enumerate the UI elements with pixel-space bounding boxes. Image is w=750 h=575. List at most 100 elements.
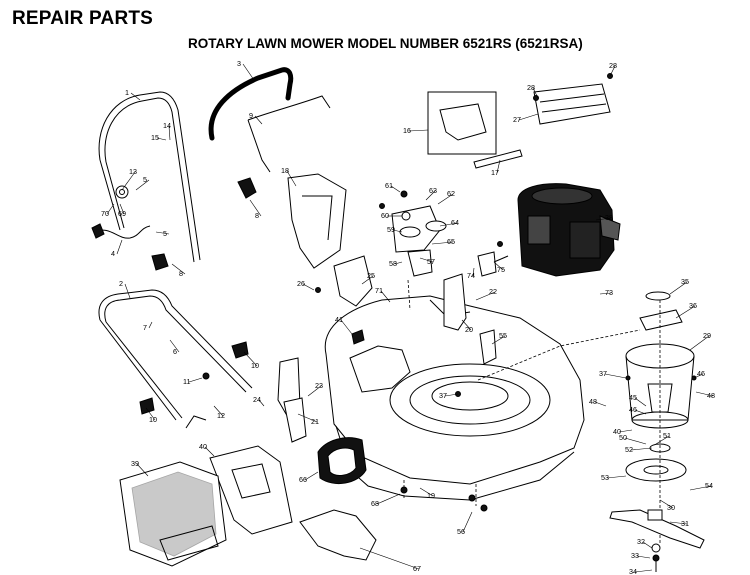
callout-leader — [518, 113, 539, 121]
pulley-part — [399, 226, 421, 238]
callout-leader — [595, 217, 612, 221]
callout-leader — [532, 87, 539, 99]
part-callout-21: 21 — [311, 417, 319, 426]
part-callout-22: 22 — [489, 287, 497, 296]
callout-leader — [634, 569, 653, 573]
callout-leader — [156, 137, 167, 141]
callout-leader — [425, 190, 436, 201]
callout-leader — [630, 447, 653, 451]
callout-leader — [472, 267, 475, 277]
callout-leader — [689, 335, 710, 351]
part-callout-24: 24 — [253, 395, 261, 404]
part-callout-53: 53 — [601, 473, 609, 482]
pulley-part — [425, 220, 447, 232]
part-callout-46: 46 — [629, 405, 637, 414]
part-callout-45: 45 — [629, 393, 637, 402]
callout-leader — [130, 92, 141, 101]
part-callout-4: 4 — [111, 249, 115, 258]
callout-leader — [213, 405, 224, 417]
callout-leader — [135, 179, 150, 191]
part-callout-27: 27 — [513, 115, 521, 124]
part-callout-14: 14 — [163, 121, 171, 130]
callout-leader — [689, 485, 712, 491]
callout-leader — [243, 351, 258, 367]
callout-leader — [390, 185, 401, 193]
part-callout-56: 56 — [457, 527, 465, 536]
callout-leader — [634, 397, 647, 407]
callout-leader — [188, 377, 203, 383]
part-callout-40: 40 — [613, 427, 621, 436]
callout-leader — [624, 437, 647, 445]
callout-leader — [121, 171, 136, 191]
idler-bracket-part — [407, 249, 433, 277]
part-callout-48: 48 — [707, 391, 715, 400]
callout-leader — [444, 393, 459, 397]
callout-leader — [340, 319, 353, 335]
callout-leader — [604, 373, 627, 379]
callout-leader — [145, 407, 156, 421]
callout-leader — [439, 222, 458, 227]
part-callout-74: 74 — [467, 271, 475, 280]
nut-part — [480, 504, 488, 512]
bolt-part — [315, 287, 321, 293]
callout-leader — [493, 261, 504, 271]
part-callout-52: 52 — [625, 445, 633, 454]
bolt-part — [625, 375, 631, 381]
callout-leader — [136, 463, 149, 477]
drive-rod-part — [473, 149, 523, 169]
part-callout-10: 10 — [251, 361, 259, 370]
part-callout-67: 67 — [413, 564, 421, 573]
callout-leader — [242, 63, 255, 81]
callout-leader — [695, 391, 714, 397]
part-callout-5: 5 — [163, 229, 167, 238]
callout-leader — [636, 555, 651, 559]
part-callout-16: 16 — [403, 126, 411, 135]
inset-box — [427, 91, 497, 155]
callout-leader — [419, 487, 434, 497]
part-callout-15: 15 — [151, 133, 159, 142]
callout-leader — [148, 321, 153, 329]
upper-handle-part — [98, 91, 201, 263]
callout-leader — [169, 339, 180, 353]
page-title: REPAIR PARTS — [12, 8, 154, 29]
callout-leader — [394, 261, 403, 265]
callout-leader — [155, 231, 170, 235]
blade-adapter-part — [625, 458, 687, 482]
callout-leader — [437, 193, 454, 205]
callout-leader — [307, 385, 322, 397]
part-callout-13: 13 — [129, 167, 137, 176]
part-callout-6: 6 — [173, 347, 177, 356]
callout-layer: 1234556788910101112131415161718192021222… — [101, 59, 715, 575]
handle-knob-part — [237, 177, 257, 199]
part-callout-39: 39 — [131, 459, 139, 468]
callout-leader — [431, 241, 454, 245]
callout-leader — [634, 409, 647, 415]
part-callout-5: 5 — [143, 175, 147, 184]
callout-leader — [204, 446, 215, 457]
part-callout-31: 31 — [681, 519, 689, 528]
part-callout-1: 1 — [125, 88, 129, 97]
callout-leader — [124, 283, 131, 299]
part-callout-64: 64 — [451, 218, 459, 227]
shift-bracket-part — [439, 103, 487, 141]
nut-part — [497, 241, 503, 247]
callout-leader — [642, 541, 653, 549]
callout-leader — [359, 547, 420, 570]
part-callout-29: 29 — [703, 331, 711, 340]
part-callout-48: 48 — [589, 397, 597, 406]
callout-leader — [286, 170, 297, 187]
rear-flap-part — [533, 83, 611, 125]
callout-leader — [249, 199, 262, 217]
part-callout-73: 73 — [605, 288, 613, 297]
callout-leader — [171, 263, 186, 275]
callout-leader — [675, 305, 696, 319]
part-callout-9: 9 — [249, 111, 253, 120]
callout-leader — [376, 493, 401, 505]
part-callout-11: 11 — [183, 377, 190, 386]
part-callout-18: 18 — [281, 166, 289, 175]
part-callout-40: 40 — [199, 442, 207, 451]
part-callout-70: 70 — [101, 209, 109, 218]
part-callout-17: 17 — [491, 168, 499, 177]
callout-leader — [496, 159, 501, 174]
